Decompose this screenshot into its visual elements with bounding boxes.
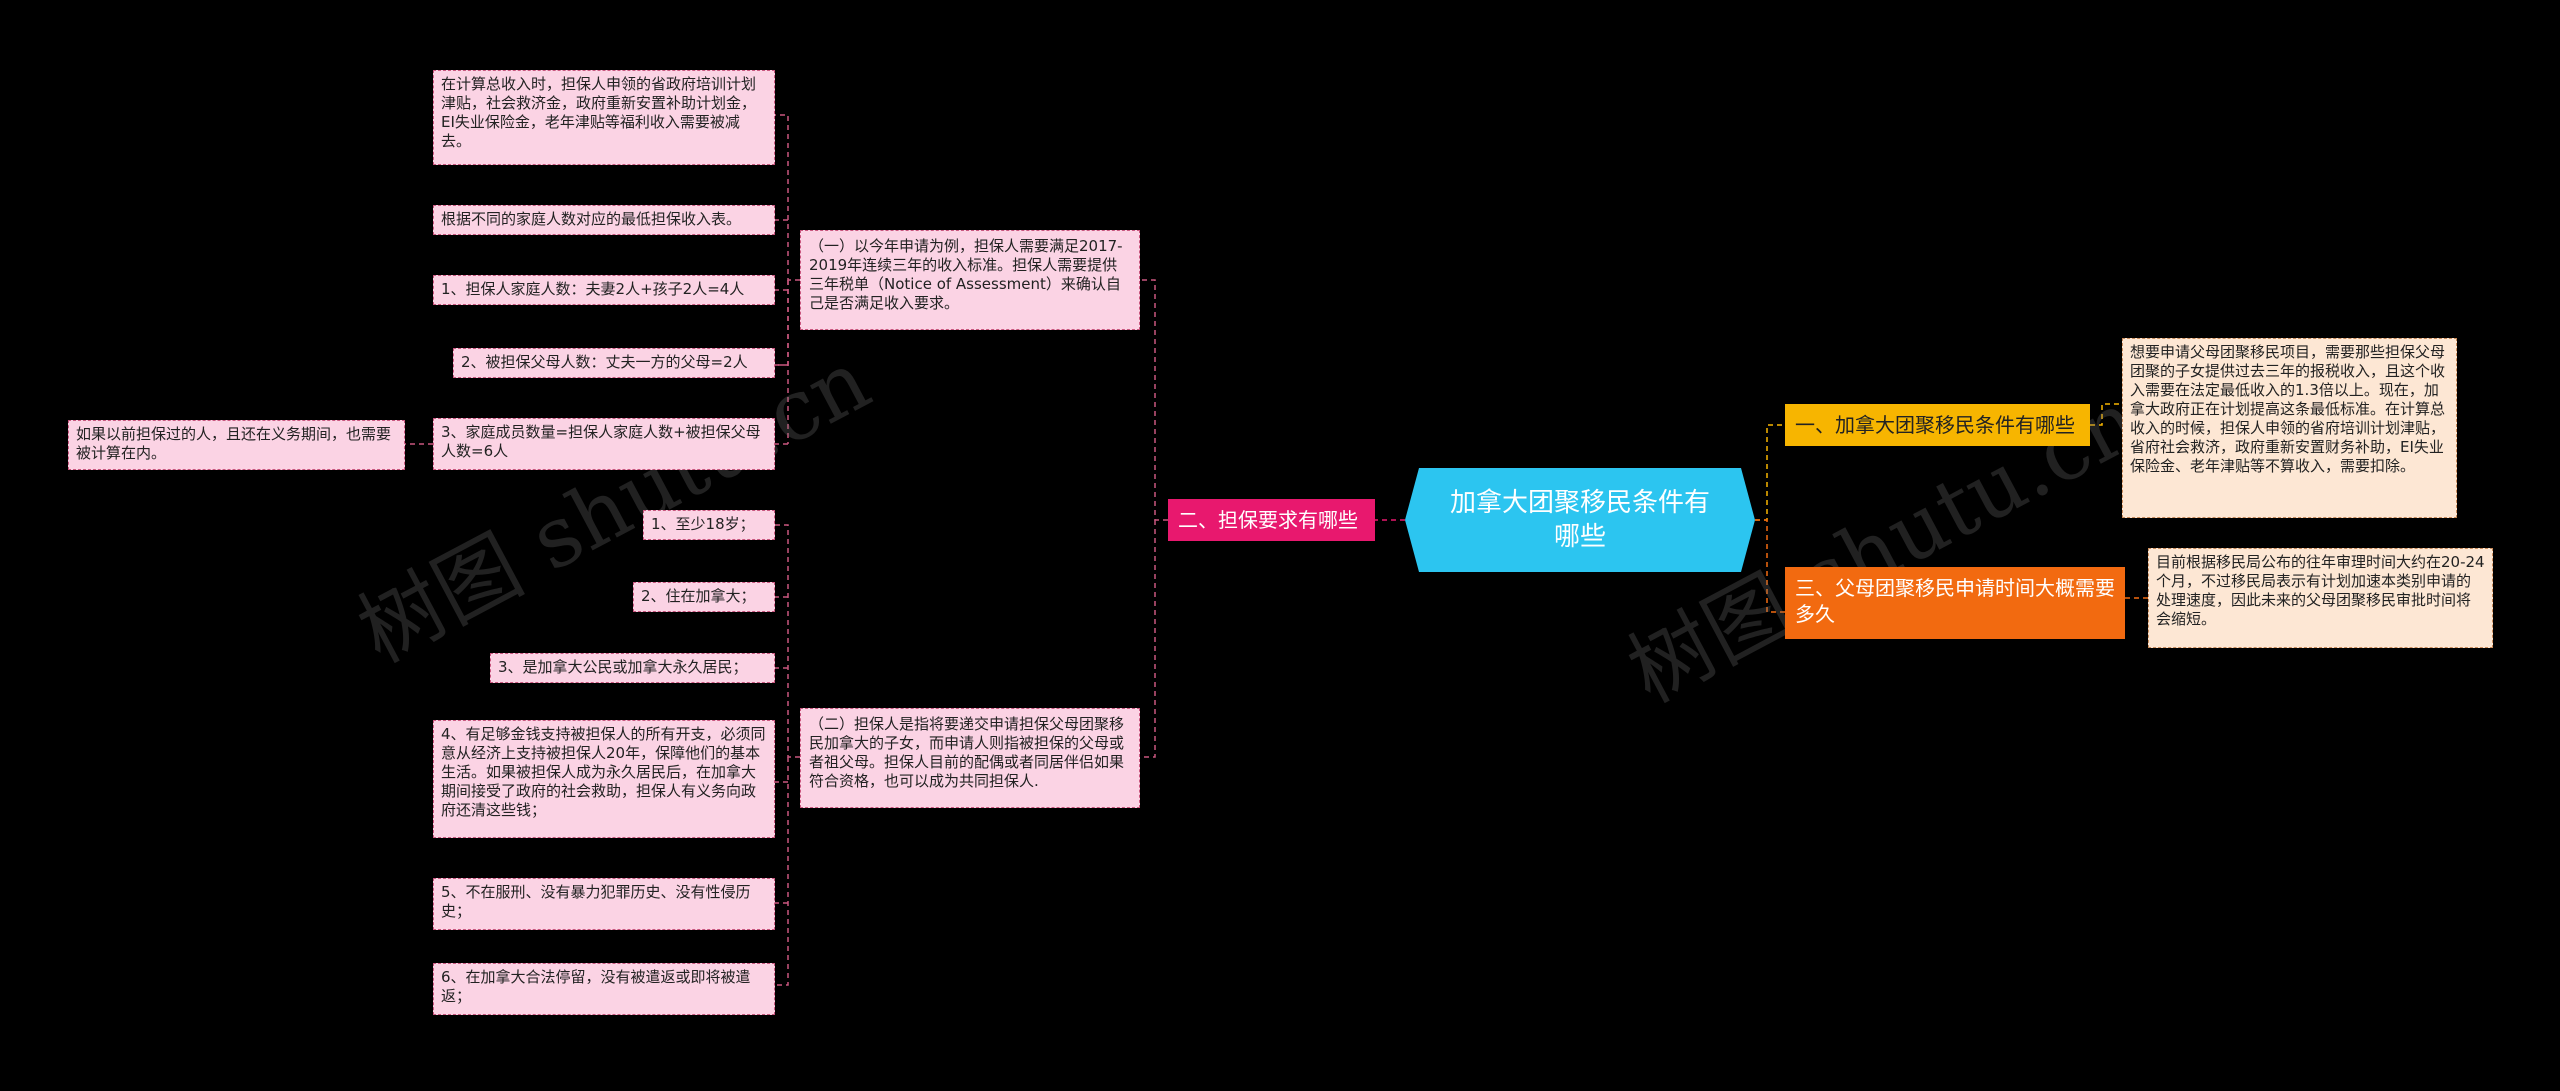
requirement-item-text: 1、至少18岁； xyxy=(651,515,755,533)
requirement-item-text: 3、是加拿大公民或加拿大永久居民； xyxy=(498,658,748,676)
income-item[interactable]: 3、家庭成员数量=担保人家庭人数+被担保父母人数=6人 xyxy=(433,418,775,470)
income-item-text: 根据不同的家庭人数对应的最低担保收入表。 xyxy=(441,210,742,228)
requirement-item[interactable]: 6、在加拿大合法停留，没有被遣返或即将被遣返； xyxy=(433,963,775,1015)
income-item[interactable]: 根据不同的家庭人数对应的最低担保收入表。 xyxy=(433,205,775,235)
income-item[interactable]: 在计算总收入时，担保人申领的省政府培训计划津贴，社会救济金，政府重新安置补助计划… xyxy=(433,70,775,165)
branch-conditions[interactable]: 一、加拿大团聚移民条件有哪些 xyxy=(1785,404,2090,446)
requirement-item[interactable]: 2、住在加拿大； xyxy=(633,582,775,612)
sub-income-requirement[interactable]: （一）以今年申请为例，担保人需要满足2017-2019年连续三年的收入标准。担保… xyxy=(800,230,1140,330)
requirement-item-text: 2、住在加拿大； xyxy=(641,587,756,605)
branch-sponsor-requirements[interactable]: 二、担保要求有哪些 xyxy=(1168,499,1375,541)
sub-sponsor-definition-text: （二）担保人是指将要递交申请担保父母团聚移民加拿大的子女，而申请人则指被担保的父… xyxy=(809,715,1125,790)
root-topic[interactable]: 加拿大团聚移民条件有哪些 xyxy=(1405,468,1755,572)
branch-processing-time-label: 三、父母团聚移民申请时间大概需要多久 xyxy=(1795,576,2115,626)
sub-sponsor-definition[interactable]: （二）担保人是指将要递交申请担保父母团聚移民加拿大的子女，而申请人则指被担保的父… xyxy=(800,708,1140,808)
root-topic-label: 加拿大团聚移民条件有哪些 xyxy=(1449,488,1710,552)
income-item-text: 1、担保人家庭人数：夫妻2人+孩子2人=4人 xyxy=(441,280,745,298)
requirement-item-text: 4、有足够金钱支持被担保人的所有开支，必须同意从经济上支持被担保人20年，保障他… xyxy=(441,725,766,819)
sub-income-requirement-text: （一）以今年申请为例，担保人需要满足2017-2019年连续三年的收入标准。担保… xyxy=(809,237,1123,312)
income-item-text: 2、被担保父母人数：丈夫一方的父母=2人 xyxy=(461,353,748,371)
income-item[interactable]: 1、担保人家庭人数：夫妻2人+孩子2人=4人 xyxy=(433,275,775,305)
branch-conditions-note[interactable]: 想要申请父母团聚移民项目，需要那些担保父母团聚的子女提供过去三年的报税收入，且这… xyxy=(2122,338,2457,518)
branch-conditions-label: 一、加拿大团聚移民条件有哪些 xyxy=(1795,413,2075,437)
branch-processing-time-note[interactable]: 目前根据移民局公布的往年审理时间大约在20-24个月，不过移民局表示有计划加速本… xyxy=(2148,548,2493,648)
requirement-item[interactable]: 1、至少18岁； xyxy=(643,510,775,540)
income-item-note-text: 如果以前担保过的人，且还在义务期间，也需要被计算在内。 xyxy=(76,425,392,462)
requirement-item-text: 6、在加拿大合法停留，没有被遣返或即将被遣返； xyxy=(441,968,751,1005)
requirement-item[interactable]: 5、不在服刑、没有暴力犯罪历史、没有性侵历史； xyxy=(433,878,775,930)
branch-processing-time-note-text: 目前根据移民局公布的往年审理时间大约在20-24个月，不过移民局表示有计划加速本… xyxy=(2156,553,2485,628)
income-item[interactable]: 2、被担保父母人数：丈夫一方的父母=2人 xyxy=(453,348,775,378)
branch-sponsor-requirements-label: 二、担保要求有哪些 xyxy=(1178,508,1358,532)
income-item-text: 3、家庭成员数量=担保人家庭人数+被担保父母人数=6人 xyxy=(441,423,761,460)
requirement-item[interactable]: 3、是加拿大公民或加拿大永久居民； xyxy=(490,653,775,683)
requirement-item[interactable]: 4、有足够金钱支持被担保人的所有开支，必须同意从经济上支持被担保人20年，保障他… xyxy=(433,720,775,838)
income-item-note[interactable]: 如果以前担保过的人，且还在义务期间，也需要被计算在内。 xyxy=(68,420,405,470)
income-item-text: 在计算总收入时，担保人申领的省政府培训计划津贴，社会救济金，政府重新安置补助计划… xyxy=(441,75,757,150)
requirement-item-text: 5、不在服刑、没有暴力犯罪历史、没有性侵历史； xyxy=(441,883,751,920)
branch-conditions-note-text: 想要申请父母团聚移民项目，需要那些担保父母团聚的子女提供过去三年的报税收入，且这… xyxy=(2130,343,2446,475)
branch-processing-time[interactable]: 三、父母团聚移民申请时间大概需要多久 xyxy=(1785,567,2125,639)
